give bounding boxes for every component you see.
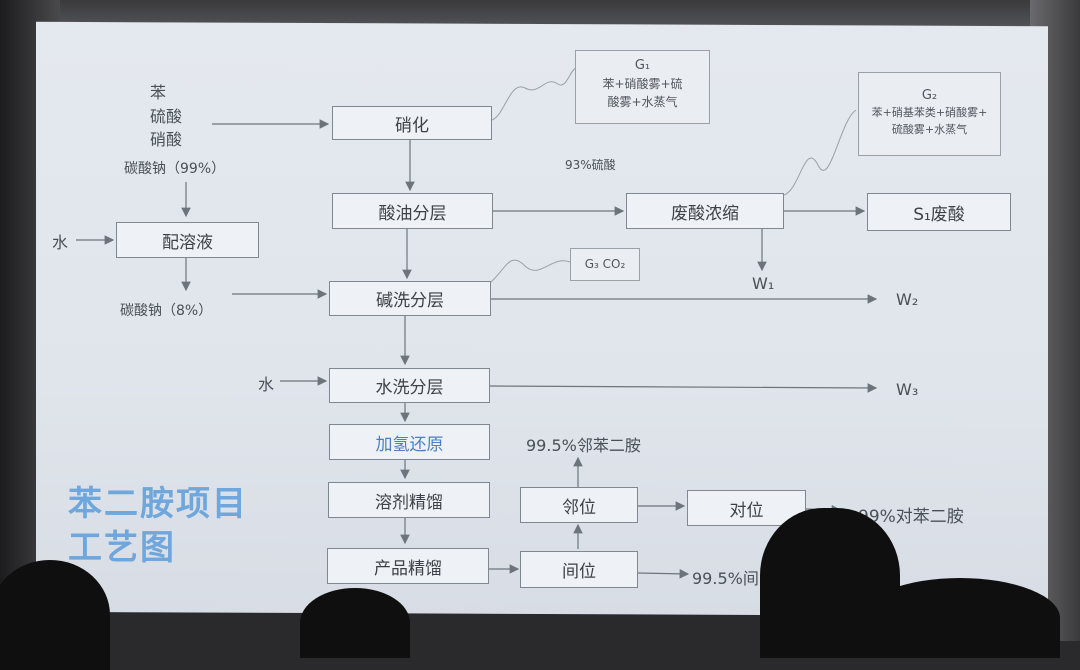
input-soda-8: 碳酸钠（8%） <box>120 303 213 319</box>
box-ortho: 邻位 <box>520 487 638 523</box>
flow-arrows <box>76 67 878 579</box>
input-water-2: 水 <box>258 375 275 394</box>
output-w3: W₃ <box>896 380 919 399</box>
box-waste-acid-concentration: 废酸浓缩 <box>626 193 784 229</box>
box-prepare-solution: 配溶液 <box>116 222 259 258</box>
gas-box-g3: G₃ CO₂ <box>570 248 640 281</box>
audience-head-center <box>300 588 410 658</box>
output-w2: W₂ <box>896 290 919 309</box>
box-solvent-distillation: 溶剂精馏 <box>328 482 490 518</box>
box-waste-acid: S₁废酸 <box>867 193 1011 231</box>
g1-line1: 苯+硝酸雾+硫 <box>602 77 683 91</box>
g2-line2: 硫酸雾+水蒸气 <box>891 123 968 136</box>
g2-title: G₂ <box>921 88 938 103</box>
input-benzene: 苯 <box>150 83 167 102</box>
input-acid-93: 93%硫酸 <box>565 158 616 172</box>
output-ortho-product: 99.5%邻苯二胺 <box>526 436 641 455</box>
box-acid-oil-separation: 酸油分层 <box>332 193 493 229</box>
box-meta: 间位 <box>520 551 638 588</box>
slide-title-line1: 苯二胺项目 <box>68 484 248 524</box>
box-product-distillation: 产品精馏 <box>327 548 489 584</box>
g2-line1: 苯+硝基苯类+硝酸雾+ <box>871 106 988 119</box>
box-alkali-wash: 碱洗分层 <box>329 281 491 316</box>
gas-box-g2: G₂ 苯+硝基苯类+硝酸雾+ 硫酸雾+水蒸气 <box>858 72 1001 156</box>
box-water-wash: 水洗分层 <box>329 368 490 403</box>
box-hydrogenation: 加氢还原 <box>329 424 490 460</box>
g1-title: G₁ <box>634 58 651 73</box>
g1-line2: 酸雾+水蒸气 <box>607 95 678 109</box>
output-meta-product: 99.5%间 <box>692 569 759 588</box>
audience-head-far-right <box>860 578 1060 658</box>
box-nitration: 硝化 <box>332 106 492 140</box>
gas-box-g1: G₁ 苯+硝酸雾+硫 酸雾+水蒸气 <box>575 50 710 124</box>
input-sulfuric-acid: 硫酸 <box>150 107 183 126</box>
slide-title-line2: 工艺图 <box>68 528 176 568</box>
input-water-1: 水 <box>52 233 69 252</box>
output-w1: W₁ <box>752 274 775 293</box>
output-para-product: 99%对苯二胺 <box>858 507 964 527</box>
input-nitric-acid: 硝酸 <box>150 130 183 149</box>
audience-head-left <box>0 560 110 670</box>
input-soda-99: 碳酸钠（99%） <box>124 161 226 177</box>
